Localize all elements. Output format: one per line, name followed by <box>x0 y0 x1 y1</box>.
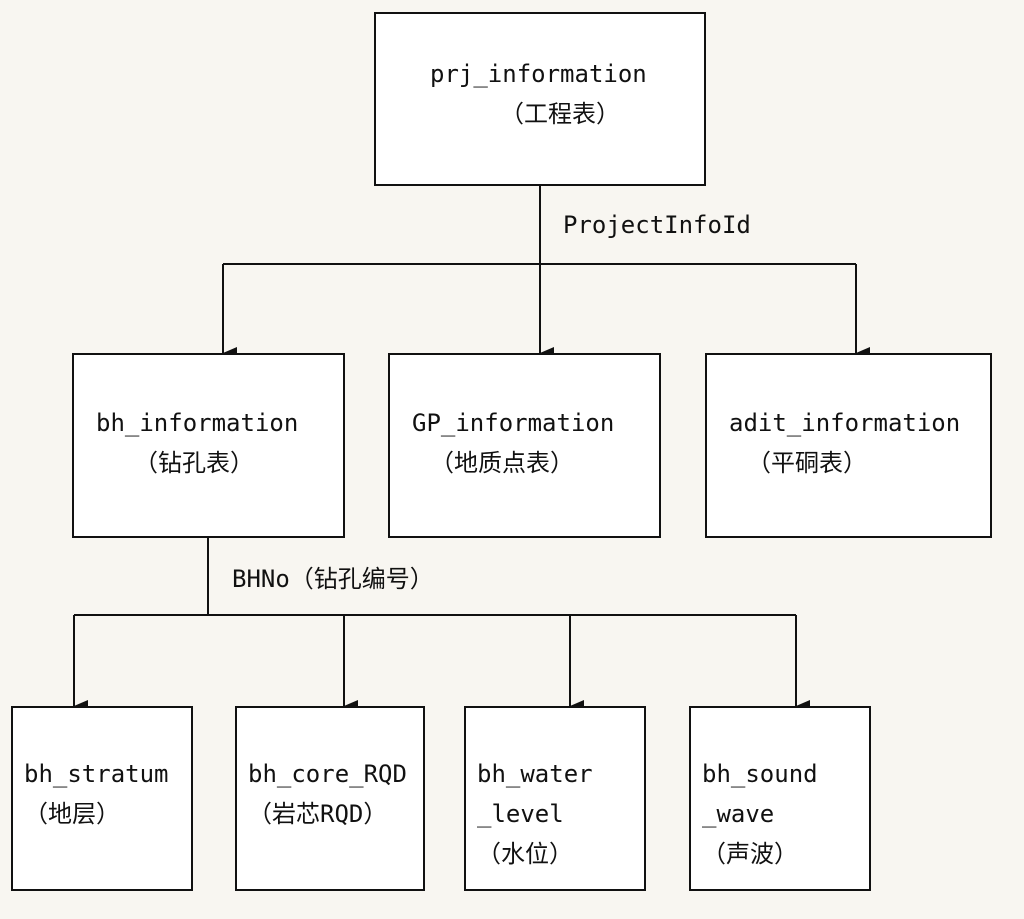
prj-information-cn: （工程表） <box>500 100 620 128</box>
prj-information-name: prj_information <box>430 60 647 88</box>
bh-water-level-cn: （水位） <box>477 840 573 868</box>
gp-information-box: GP_information （地质点表） <box>388 353 661 538</box>
bh-information-cn: （钻孔表） <box>134 449 254 477</box>
gp-information-name: GP_information <box>412 409 615 437</box>
bh-sound-wave-cn: （声波） <box>702 840 798 868</box>
project-key-label: ProjectInfoId <box>563 211 751 239</box>
gp-information-cn: （地质点表） <box>430 449 574 477</box>
borehole-key-label: BHNo（钻孔编号） <box>232 565 434 593</box>
bh-sound-wave-name-2: _wave <box>702 800 775 828</box>
bh-core-rqd-cn: （岩芯RQD） <box>248 800 388 828</box>
bh-water-level-box: bh_water _level （水位） <box>464 706 646 891</box>
bh-core-rqd-name: bh_core_RQD <box>248 760 407 788</box>
bh-information-name: bh_information <box>96 409 299 437</box>
adit-information-name: adit_information <box>729 409 961 437</box>
bh-water-level-name-1: bh_water <box>477 760 593 788</box>
adit-information-box: adit_information （平硐表） <box>705 353 992 538</box>
prj-information-box: prj_information （工程表） <box>374 12 706 186</box>
bh-stratum-cn: （地层） <box>24 800 120 828</box>
adit-information-cn: （平硐表） <box>747 449 867 477</box>
bh-sound-wave-name-1: bh_sound <box>702 760 818 788</box>
bh-water-level-name-2: _level <box>477 800 564 828</box>
bh-stratum-name: bh_stratum <box>24 760 169 788</box>
bh-stratum-box: bh_stratum （地层） <box>11 706 193 891</box>
bh-sound-wave-box: bh_sound _wave （声波） <box>689 706 871 891</box>
bh-core-rqd-box: bh_core_RQD （岩芯RQD） <box>235 706 425 891</box>
bh-information-box: bh_information （钻孔表） <box>72 353 345 538</box>
